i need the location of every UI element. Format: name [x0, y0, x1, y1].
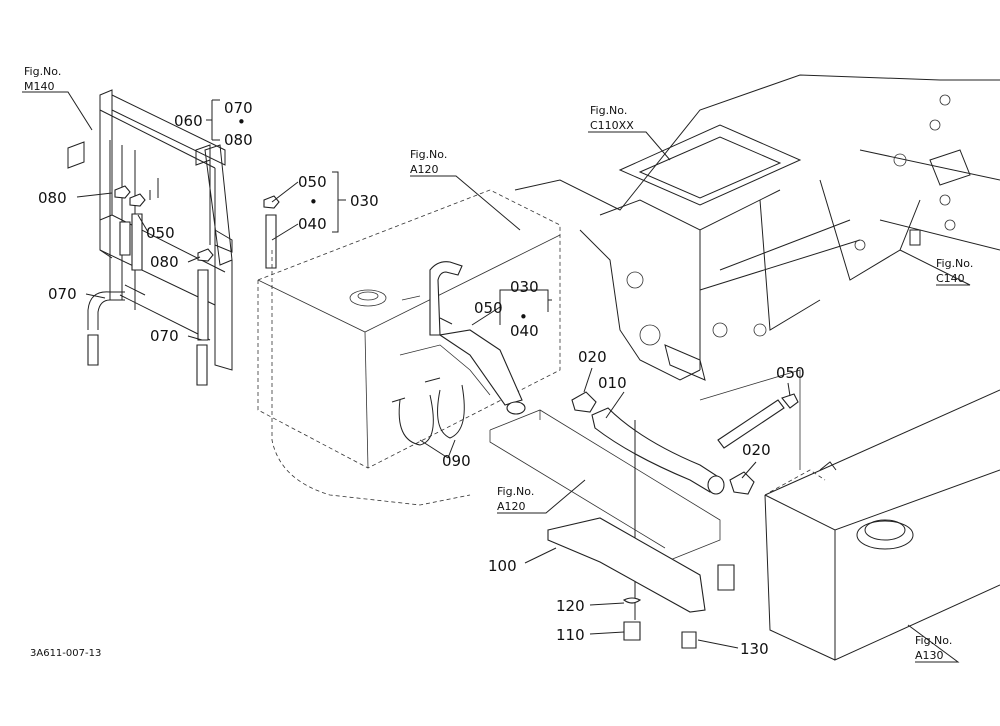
part-label-060: 060 — [174, 112, 203, 130]
part-label-080-left: 080 — [38, 189, 67, 207]
part-label-030-top: 030 — [350, 192, 379, 210]
fig-ref-a130-prefix: Fig.No. — [915, 634, 952, 647]
part-dot-a: • — [237, 113, 246, 131]
fig-ref-a120-upper: A120 — [410, 163, 439, 176]
part-label-050-right: 050 — [776, 364, 805, 382]
fig-ref-m140: M140 — [24, 80, 55, 93]
part-label-090: 090 — [442, 452, 471, 470]
fig-ref-c140: C140 — [936, 272, 965, 285]
part-label-100: 100 — [488, 557, 517, 575]
bracket-and-hose-drawing — [489, 369, 837, 649]
part-label-020-right: 020 — [742, 441, 771, 459]
part-label-050-top: 050 — [298, 173, 327, 191]
part-dot-b: • — [309, 193, 318, 211]
part-label-120: 120 — [556, 597, 585, 615]
part-label-080-mid: 080 — [150, 253, 179, 271]
fig-ref-a120-upper-prefix: Fig.No. — [410, 148, 447, 161]
lower-right-tank-drawing — [764, 389, 1000, 661]
transmission-housing-drawing — [514, 74, 1000, 381]
drawing-code: 3A611-007-13 — [30, 648, 101, 659]
part-label-040-mid: 040 — [510, 322, 539, 340]
part-label-050-left: 050 — [146, 224, 175, 242]
fig-ref-a130: A130 — [915, 649, 944, 662]
fig-ref-m140-prefix: Fig.No. — [24, 65, 61, 78]
part-label-010: 010 — [598, 374, 627, 392]
part-label-110: 110 — [556, 626, 585, 644]
fuel-tank-drawing — [257, 189, 561, 506]
part-dot-c: • — [519, 308, 528, 326]
part-label-020-left: 020 — [578, 348, 607, 366]
fig-ref-c140-prefix: Fig.No. — [936, 257, 973, 270]
leader-lines — [22, 91, 971, 663]
part-label-070-mid: 070 — [150, 327, 179, 345]
part-label-130: 130 — [740, 640, 769, 658]
part-label-050-mid: 050 — [474, 299, 503, 317]
part-label-080-top: 080 — [224, 131, 253, 149]
part-label-040-top: 040 — [298, 215, 327, 233]
frame-bracket-drawing — [67, 89, 280, 386]
fig-ref-c110xx-prefix: Fig.No. — [590, 104, 627, 117]
fig-ref-c110xx: C110XX — [590, 119, 634, 132]
part-label-070-top: 070 — [224, 99, 253, 117]
part-label-070-left: 070 — [48, 285, 77, 303]
part-label-030-mid: 030 — [510, 278, 539, 296]
fig-ref-a120-lower-prefix: Fig.No. — [497, 485, 534, 498]
fig-ref-a120-lower: A120 — [497, 500, 526, 513]
